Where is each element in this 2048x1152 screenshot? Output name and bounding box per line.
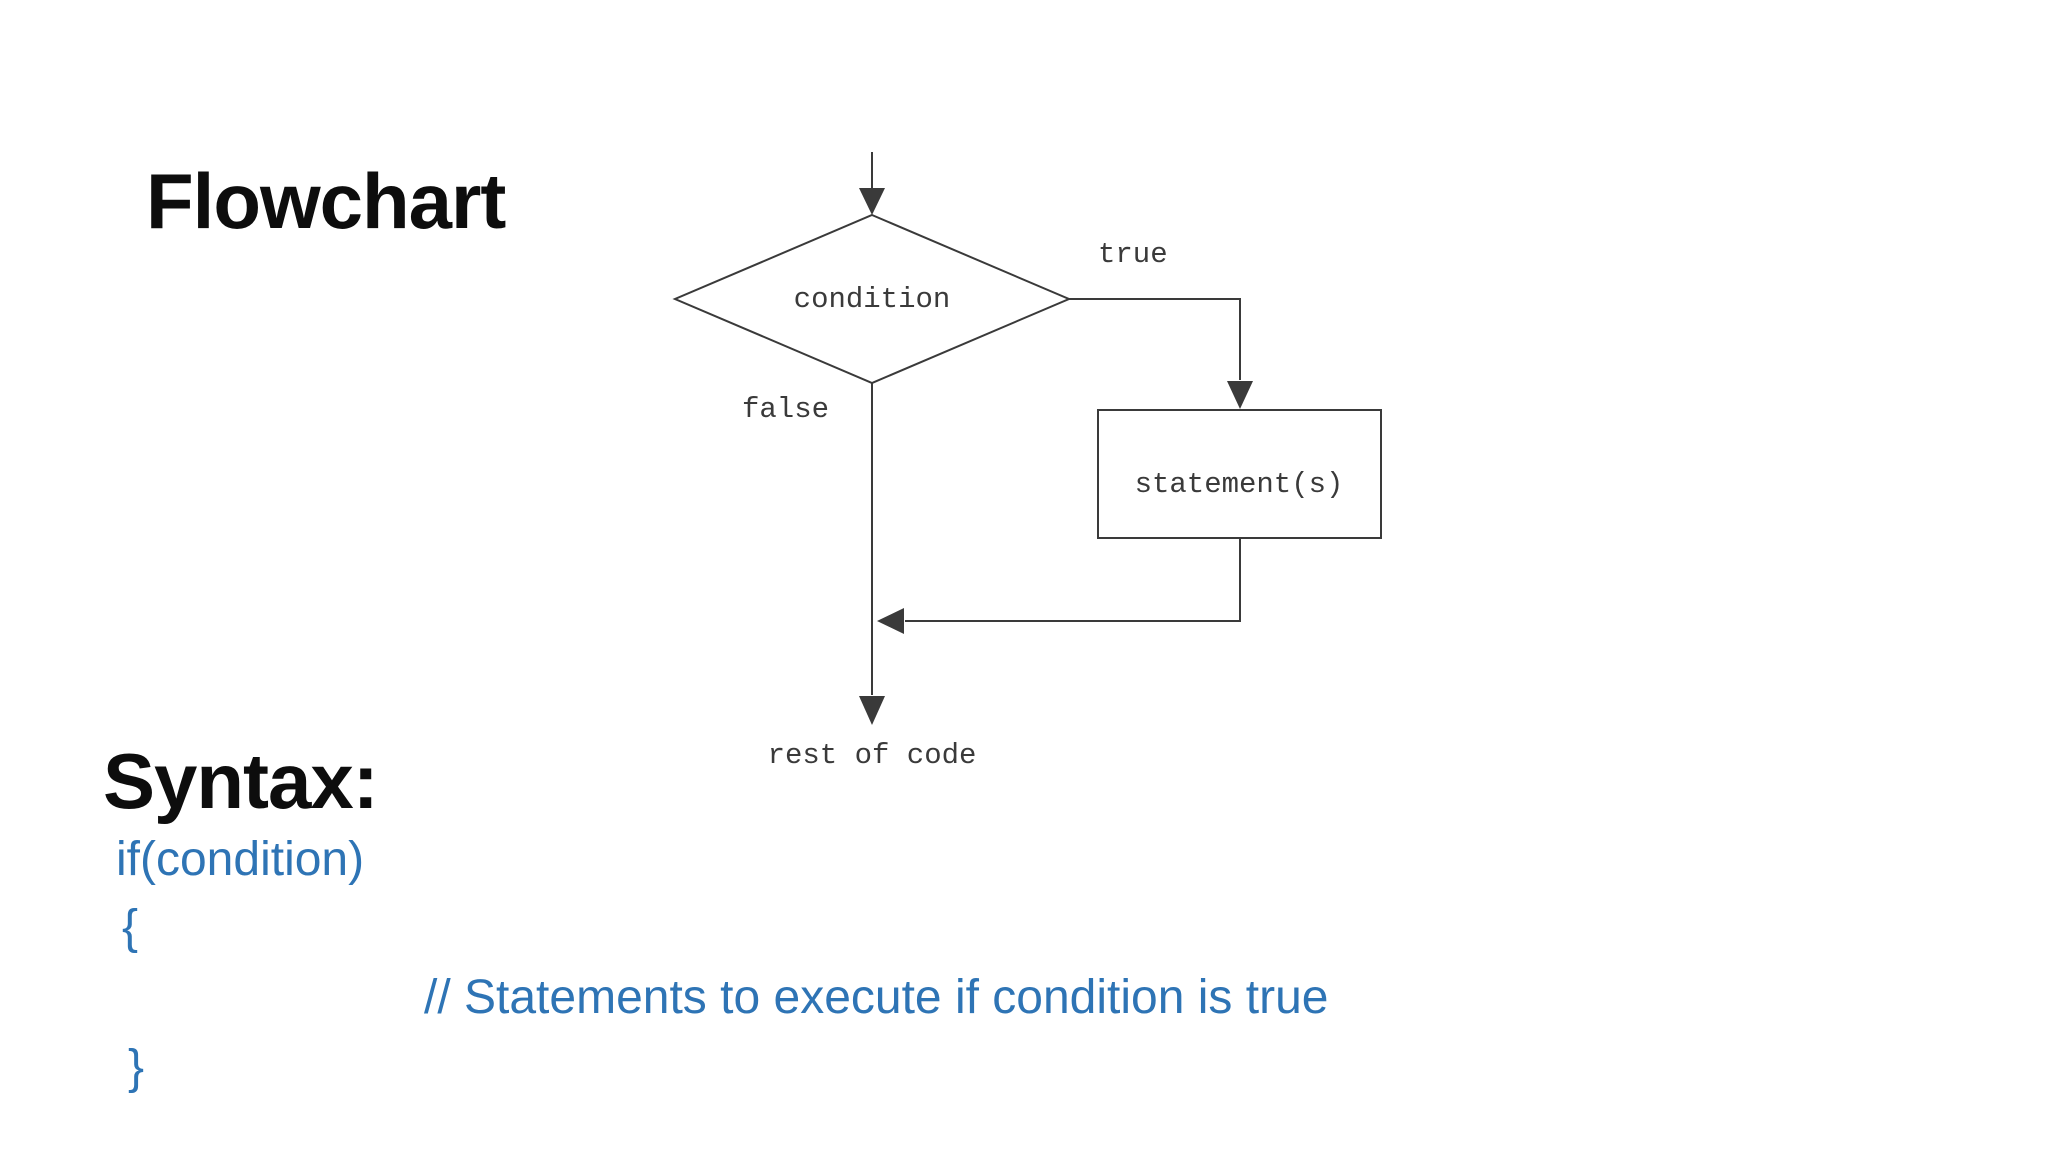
condition-label: condition	[794, 283, 951, 316]
arrowhead-down-icon	[1227, 381, 1253, 409]
arrowhead-down-icon	[859, 188, 885, 215]
statements-box	[1097, 409, 1382, 539]
code-line-open-brace: {	[122, 901, 139, 954]
page-title: Flowchart	[146, 157, 506, 245]
statements-label: statement(s)	[1135, 468, 1344, 501]
merge-line	[905, 538, 1241, 622]
arrowhead-left-icon	[877, 608, 904, 634]
code-line-close-brace: }	[128, 1041, 145, 1094]
rest-of-code-label: rest of code	[768, 739, 977, 772]
syntax-heading: Syntax:	[103, 737, 379, 825]
false-label: false	[742, 393, 829, 426]
code-line-comment: // Statements to execute if condition is…	[424, 971, 1329, 1024]
true-label: true	[1098, 238, 1168, 271]
code-line-if-condition: if(condition)	[116, 833, 365, 886]
true-branch-line	[1069, 298, 1241, 380]
arrowhead-down-icon	[859, 696, 885, 725]
